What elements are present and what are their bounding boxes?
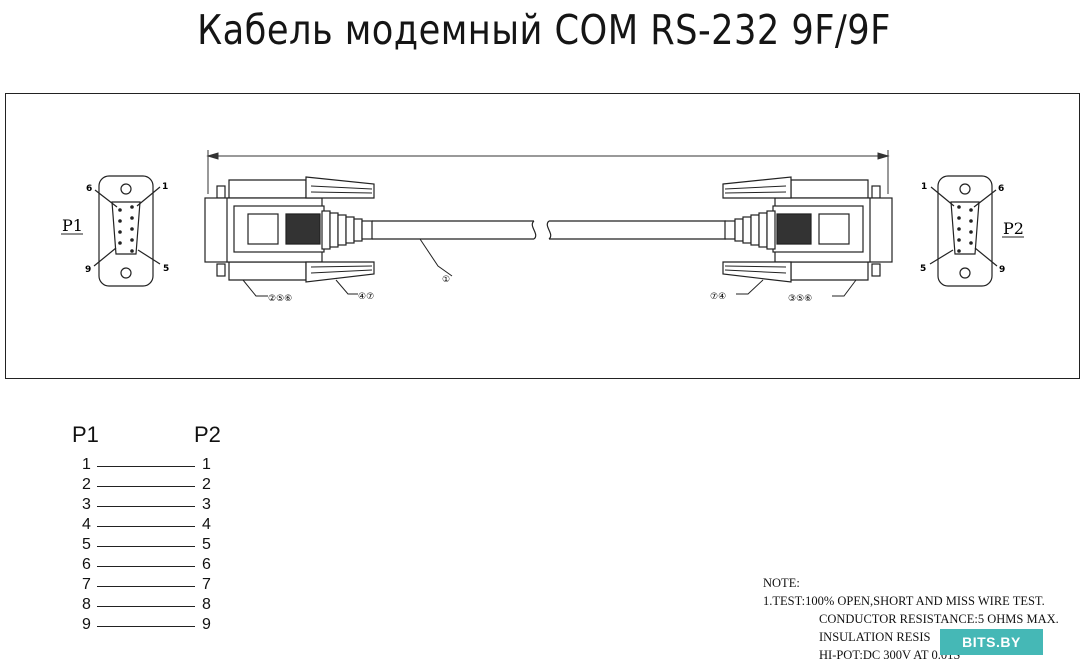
wiring-row: 4 4 — [60, 516, 240, 536]
test-notes: NOTE: 1.TEST:100% OPEN,SHORT AND MISS WI… — [763, 574, 1085, 664]
wiring-header-p1: P1 — [72, 422, 99, 447]
left-connector — [204, 176, 375, 283]
notes-line-3: INSULATION RESIS — [819, 630, 931, 644]
wiring-pin-right: 8 — [202, 596, 211, 613]
wire-line — [97, 506, 195, 507]
wiring-pin-right: 1 — [202, 456, 211, 473]
p1-face-view — [93, 175, 161, 287]
wire-line — [97, 586, 195, 587]
p2-pin-1-label: 1 — [921, 182, 927, 192]
cable — [372, 220, 726, 240]
p1-pin-1-label: 1 — [162, 182, 168, 192]
wiring-pin-left: 1 — [82, 456, 91, 473]
p1-pin-6-label: 6 — [86, 184, 92, 194]
wiring-table: P1 P2 1 1 2 2 3 3 4 4 5 5 6 6 7 7 8 8 — [60, 422, 240, 642]
notes-line-4: HI-POT:DC 300V AT 0.01S — [819, 648, 961, 662]
wire-line — [97, 466, 195, 467]
wiring-row: 7 7 — [60, 576, 240, 596]
wiring-pin-right: 5 — [202, 536, 211, 553]
wiring-pin-right: 3 — [202, 496, 211, 513]
wiring-pin-left: 8 — [82, 596, 91, 613]
p2-pin-5-label: 5 — [920, 264, 926, 274]
wiring-row: 2 2 — [60, 476, 240, 496]
wire-line — [97, 606, 195, 607]
wiring-pin-right: 6 — [202, 556, 211, 573]
wiring-row: 9 9 — [60, 616, 240, 636]
page-title: Кабель модемный COM RS-232 9F/9F — [197, 6, 891, 54]
p2-face-view — [929, 175, 998, 287]
wiring-pin-left: 9 — [82, 616, 91, 633]
length-dimension — [206, 150, 890, 194]
wiring-pin-left: 4 — [82, 516, 91, 533]
wire-line — [97, 626, 195, 627]
p2-pin-9-label: 9 — [999, 265, 1005, 275]
callout-right-boot: ⑦④ — [710, 292, 726, 302]
p2-label: P2 — [1003, 219, 1024, 238]
right-connector — [722, 176, 893, 283]
watermark-logo: BITS.BY — [940, 629, 1043, 655]
p1-label: P1 — [62, 216, 83, 235]
wiring-row: 3 3 — [60, 496, 240, 516]
p1-pin-9-label: 9 — [85, 265, 91, 275]
wire-line — [97, 546, 195, 547]
wiring-row: 8 8 — [60, 596, 240, 616]
wiring-header-p2: P2 — [194, 422, 221, 447]
wiring-pin-left: 7 — [82, 576, 91, 593]
wiring-row: 1 1 — [60, 456, 240, 476]
callout-cable: ① — [442, 275, 450, 285]
wiring-row: 5 5 — [60, 536, 240, 556]
wiring-pin-left: 2 — [82, 476, 91, 493]
notes-line-1: 1.TEST:100% OPEN,SHORT AND MISS WIRE TES… — [763, 594, 1045, 608]
p1-pin-5-label: 5 — [163, 264, 169, 274]
cable-drawing: 6 1 9 5 P1 1 6 5 9 P2 — [5, 93, 1080, 379]
wiring-pin-right: 9 — [202, 616, 211, 633]
callout-right-shell: ③⑤⑥ — [788, 294, 812, 304]
wire-line — [97, 526, 195, 527]
wiring-pin-left: 6 — [82, 556, 91, 573]
notes-line-2: CONDUCTOR RESISTANCE:5 OHMS MAX. — [819, 612, 1059, 626]
wiring-row: 6 6 — [60, 556, 240, 576]
callout-left-boot: ④⑦ — [358, 292, 374, 302]
p2-pin-6-label: 6 — [998, 184, 1004, 194]
notes-heading: NOTE: — [763, 576, 800, 590]
wire-line — [97, 566, 195, 567]
wiring-pin-right: 7 — [202, 576, 211, 593]
wiring-pin-left: 5 — [82, 536, 91, 553]
wiring-pin-left: 3 — [82, 496, 91, 513]
wiring-pin-right: 2 — [202, 476, 211, 493]
callout-leaders — [242, 238, 857, 297]
callout-left-shell: ②⑤⑥ — [268, 294, 292, 304]
cable-drawing-svg: 6 1 9 5 P1 1 6 5 9 P2 — [61, 150, 1024, 304]
wiring-pin-right: 4 — [202, 516, 211, 533]
wire-line — [97, 486, 195, 487]
